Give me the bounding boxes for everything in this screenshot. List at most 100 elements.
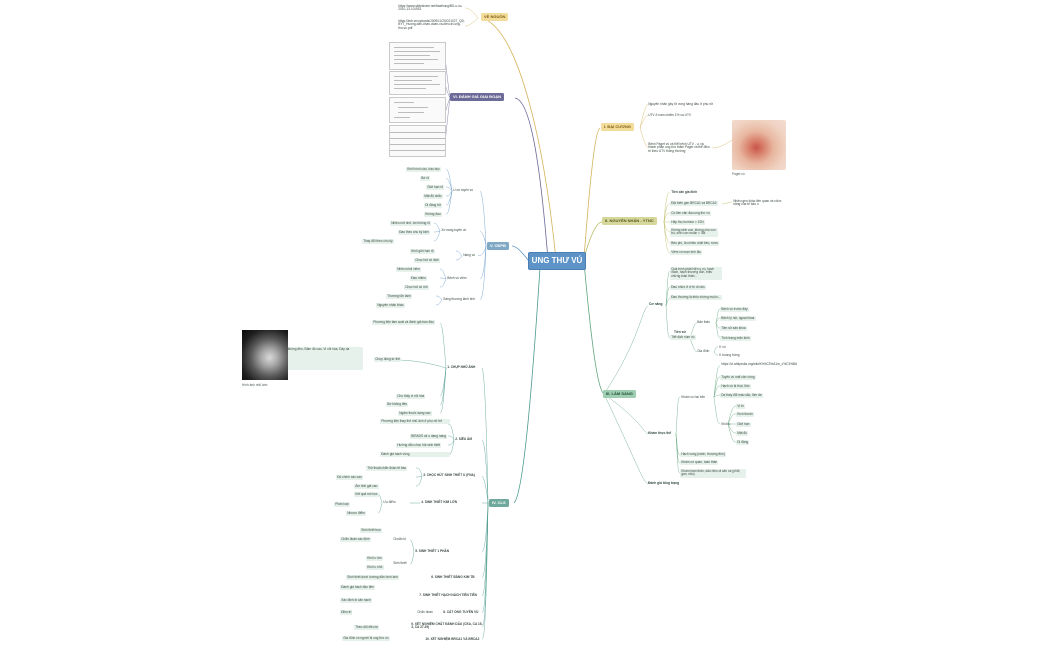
risk-factor[interactable]: Viêm vú mạn tính lâu	[670, 249, 703, 255]
cls-item[interactable]: Phương tiện tầm soát và đánh giá ban đầu	[372, 319, 435, 325]
cls-section-title[interactable]: 1. CHỤP NHŨ ẢNH	[447, 364, 476, 369]
gia-dinh-label[interactable]: Gia đình	[697, 348, 710, 353]
risk-factor[interactable]: Không sinh con, không cho con bú, sinh c…	[670, 228, 719, 237]
ref-link-1[interactable]: https://www.slideshare.net/tisathung/BS-…	[398, 3, 463, 12]
ban-than-item[interactable]: Bệnh lý nội, ngoại khoa	[720, 315, 756, 321]
cdpb-item[interactable]: Thay đổi theo chu kỳ	[362, 238, 394, 244]
cls-item[interactable]: Thủ thuật chẩn đoán tế bào	[366, 465, 408, 471]
cdpb-item[interactable]: Nhiều khối viêm	[396, 266, 422, 272]
co-nang-label[interactable]: Cơ năng	[649, 302, 663, 306]
cdpb-item[interactable]: Nguyên nhân khác	[376, 302, 405, 308]
risk-factor[interactable]: Béo phì, ăn nhiều chất béo, rượu	[670, 240, 720, 246]
cdpb-item[interactable]: Khối hình cầu, bầu dục	[406, 166, 441, 172]
dai-cuong-item[interactable]: Bệnh Paget vú và thể bệnh UTV - u, và th…	[648, 141, 710, 154]
cls-item[interactable]: Gia đình có người bị ung thư vú	[342, 635, 390, 641]
cls-sub-label[interactable]: Sinh thiết	[393, 560, 407, 565]
branch-dai-cuong[interactable]: I. ĐẠI CƯƠNG	[601, 123, 634, 131]
cls-section-title[interactable]: 8. CẮT ỐNG TUYẾN VÚ	[443, 609, 479, 614]
cdpb-item[interactable]: Giới hạn rõ	[426, 184, 445, 190]
branch-ve-nguon[interactable]: VỀ NGUỒN	[481, 13, 509, 21]
cls-item[interactable]: Chẩn đoán xác định	[340, 536, 371, 542]
dai-cuong-item[interactable]: UTV ở nam chiếm 1% ca UTV	[648, 112, 692, 117]
mammogram-description[interactable]: Hình sao, Bờ không đều, Đậm độ cao, Vi v…	[267, 347, 364, 371]
cdpb-item[interactable]: Đau nhiều	[410, 275, 427, 281]
kham-vu-item[interactable]: Da thay đổi màu sắc, lõm da	[720, 392, 763, 398]
cls-item[interactable]: Phân loại	[334, 501, 350, 507]
cls-item[interactable]: Khối u lớn	[366, 555, 383, 561]
cls-item[interactable]: Hướng dẫn chọc hút sinh thiết	[396, 442, 442, 448]
risk-factor[interactable]: Có tiền căn đau ung thư vú	[670, 210, 711, 216]
cdpb-item[interactable]: Khối giới hạn rõ	[410, 248, 435, 254]
cls-item[interactable]: Bờ không đều	[386, 401, 409, 407]
cls-section-title[interactable]: 10. XÉT NGHIỆM BRCA1 VÀ BRCA2	[425, 636, 480, 641]
cls-item[interactable]: Kết quả mô học	[354, 491, 379, 497]
kham-item[interactable]: Khám cơ quan, toàn thân	[680, 459, 719, 465]
cls-item[interactable]: Đánh giá hạch đầu tiên	[340, 584, 376, 590]
khoi-u-item[interactable]: Mật độ	[736, 430, 749, 436]
cdpb-group-label[interactable]: Xơ nang tuyến vú	[441, 227, 467, 232]
cdpb-item[interactable]: Không đau	[424, 211, 442, 217]
cdpb-item[interactable]: Di động tốt	[424, 202, 442, 208]
cdpb-item[interactable]: Mật độ chắc	[423, 193, 443, 199]
khoi-u-label[interactable]: Khối u	[721, 421, 731, 426]
dai-cuong-item[interactable]: Nguyên nhân gây tử vong hàng đầu ở phụ n…	[648, 101, 714, 106]
ban-than-item[interactable]: Tiền sử sản khoa	[720, 325, 747, 331]
cdpb-group-label[interactable]: Sang thương lành tính	[443, 296, 476, 301]
danh-gia-tong-trang[interactable]: Đánh giá tổng trạng	[648, 481, 680, 485]
kham-item[interactable]: Khám toàn thân, dấu hiệu di căn xa (phổi…	[680, 469, 747, 478]
cdpb-item[interactable]: Chọc hút có mủ	[404, 284, 429, 290]
kham-thuc-the-label[interactable]: Khám thực thể	[648, 431, 672, 435]
cls-section-title[interactable]: 7. SINH THIẾT HẠCH NÁCH TIÊN TIẾN	[419, 592, 477, 597]
cls-item[interactable]: Đánh giá hạch vùng	[380, 452, 451, 457]
kham-vu-item[interactable]: Hạch vú bị thụt, lõm	[720, 383, 751, 389]
branch-cls[interactable]: IV. CLS	[489, 499, 509, 507]
cls-section-title[interactable]: 6. SINH THIẾT BẰNG KIM TB	[431, 574, 475, 579]
khoi-u-item[interactable]: Giới hạn	[736, 421, 751, 427]
tien-su-label[interactable]: Tiền sử	[674, 330, 686, 334]
khoi-u-item[interactable]: Di động	[736, 439, 750, 445]
risk-factor-note[interactable]: Nhiều gen khác liên quan và chức năng củ…	[733, 198, 782, 207]
cls-item[interactable]: Xác định di căn hạch	[340, 597, 372, 603]
gia-dinh-item[interactable]: K vú	[719, 344, 726, 349]
branch-danh-gia-giai-doan[interactable]: VI. ĐÁNH GIÁ GIAI ĐOẠN	[450, 93, 505, 101]
kham-vu-item[interactable]: Tuyến vú mất cân xứng	[720, 374, 756, 380]
cls-item[interactable]: Khối u nhỏ	[366, 564, 384, 570]
cdpb-group-label[interactable]: Bệnh vú viêm	[447, 275, 467, 280]
ref-link-2[interactable]: https://bvb.vn/uploads/2009/11/20/021027…	[398, 18, 465, 31]
cls-item[interactable]: Cho thấy vi vôi hóa	[396, 393, 426, 399]
branch-nguyen-nhan[interactable]: II. NGUYÊN NHÂN - YTNC	[602, 217, 657, 225]
co-nang-item[interactable]: Quá trình phát hiện u vú, hạch nách, hạc…	[670, 267, 723, 280]
cls-item[interactable]: Âm tính giả cao	[354, 483, 379, 489]
kham-item[interactable]: Hạch vùng (nách, thượng đòn)	[680, 451, 726, 457]
cdpb-group-label[interactable]: U xơ tuyến vú	[453, 187, 473, 192]
khoi-u-item[interactable]: Vị trí	[736, 403, 745, 409]
cls-item[interactable]: Ngấm thuốc dạng sao	[398, 410, 432, 416]
branch-cdpb[interactable]: V. CĐPB	[487, 242, 509, 250]
co-nang-item[interactable]: Đau nhức ở vị trí di căn	[670, 284, 706, 290]
cls-section-title[interactable]: 5. SINH THIẾT 1 PHẦN	[415, 548, 450, 553]
ban-than-item[interactable]: Tình trạng mãn kinh	[720, 335, 751, 341]
cls-sub-label[interactable]: Chuẩn bị	[393, 536, 406, 541]
cls-item[interactable]: Sinh thiết trọn	[360, 527, 383, 533]
cdpb-item[interactable]: Chọc hút có dịch	[414, 257, 441, 263]
cls-item[interactable]: Sinh thiết dưới hướng dẫn hình ảnh	[346, 574, 400, 580]
branch-lam-sang[interactable]: III. LÂM SÀNG	[603, 390, 636, 398]
cdpb-item[interactable]: Thương tổn lành	[386, 293, 413, 299]
khoi-u-item[interactable]: Kích thước	[736, 411, 755, 417]
gia-dinh-item[interactable]: K buồng trứng	[719, 352, 740, 357]
root-topic[interactable]: UNG THƯ VÚ	[528, 252, 586, 270]
cdpb-item[interactable]: Đau theo chu kỳ kinh	[398, 229, 431, 235]
cdpb-group-label[interactable]: Nang vú	[463, 252, 476, 257]
cls-item[interactable]: Chụp đúng tư thế	[374, 356, 402, 362]
cls-item[interactable]: Độ chính xác cao	[336, 474, 364, 480]
cls-item[interactable]: Phương tiện thay thế nhũ ảnh ở phụ nữ tr…	[380, 419, 451, 424]
cls-item[interactable]: Theo dõi điều trị	[354, 624, 380, 630]
cls-item[interactable]: Nhược điểm	[346, 510, 367, 516]
cdpb-item[interactable]: Nhiều nốt nhỏ, bờ không rõ	[390, 220, 432, 226]
cls-section-title[interactable]: 3. CHỌC HÚT SINH THIẾT U (FNA)	[423, 472, 475, 477]
kham-vu-label[interactable]: Khám vú hai bên	[681, 394, 706, 399]
risk-factor[interactable]: Đột biến gen BRCA1 và BRCA2	[670, 200, 718, 206]
risk-factor[interactable]: Hấp thụ hormon > 10N	[670, 219, 705, 225]
co-nang-item[interactable]: Tiết dịch núm vú	[670, 334, 696, 340]
cls-sub-label[interactable]: Ưu điểm	[383, 499, 396, 504]
